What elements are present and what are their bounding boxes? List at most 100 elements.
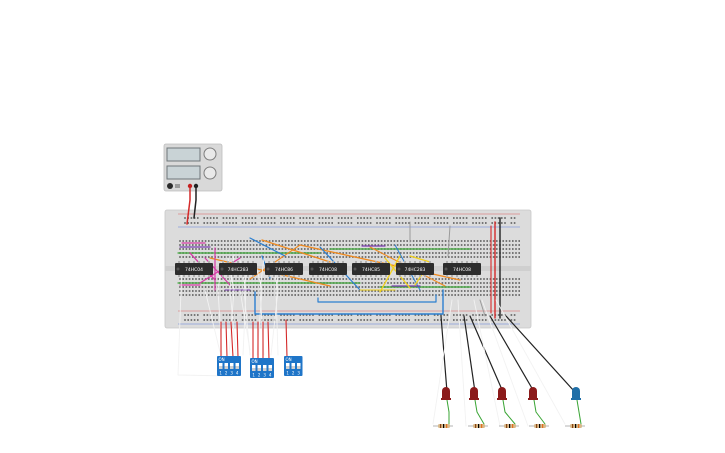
- breadboard-hole: [216, 314, 218, 316]
- breadboard-hole: [425, 282, 428, 284]
- led[interactable]: [441, 387, 451, 400]
- breadboard-hole: [179, 278, 181, 280]
- breadboard-hole: [323, 248, 325, 250]
- led-black-wire: [505, 315, 575, 392]
- breadboard-hole: [192, 248, 194, 250]
- breadboard-hole: [337, 319, 340, 321]
- breadboard-hole: [243, 294, 245, 296]
- breadboard-hole: [204, 256, 207, 258]
- breadboard-hole: [505, 294, 508, 296]
- breadboard-hole: [227, 278, 229, 280]
- breadboard-hole: [414, 319, 417, 321]
- breadboard-hole: [182, 244, 184, 246]
- breadboard-hole: [403, 294, 405, 296]
- breadboard-hole: [182, 286, 184, 288]
- ic-chip[interactable]: 74HC86: [265, 261, 303, 277]
- breadboard-hole: [254, 217, 257, 219]
- breadboard-hole: [486, 256, 488, 258]
- white-wire: [204, 289, 221, 353]
- breadboard-hole: [385, 314, 388, 316]
- breadboard-hole: [374, 252, 376, 254]
- ic-chips: 74HC04 74HC283 74HC86 74HC08 74HC85 74HC283 74…: [175, 261, 481, 277]
- led[interactable]: [528, 387, 538, 400]
- breadboard-hole: [320, 278, 322, 280]
- breadboard-hole: [416, 240, 418, 242]
- breadboard-hole: [265, 286, 268, 288]
- breadboard-hole: [309, 314, 311, 316]
- breadboard-hole: [217, 244, 220, 246]
- breadboard-hole: [432, 256, 434, 258]
- breadboard-hole: [211, 294, 213, 296]
- breadboard-hole: [409, 294, 412, 296]
- breadboard-hole: [267, 222, 269, 224]
- ic-chip[interactable]: 74HC04: [175, 261, 213, 277]
- breadboard-hole: [460, 256, 463, 258]
- breadboard-hole: [270, 314, 273, 316]
- breadboard-hole: [360, 222, 362, 224]
- breadboard-hole: [412, 252, 415, 254]
- breadboard-hole: [385, 217, 388, 219]
- breadboard-hole: [425, 290, 428, 292]
- breadboard-hole: [405, 319, 407, 321]
- led[interactable]: [497, 387, 507, 400]
- breadboard-hole: [288, 290, 290, 292]
- breadboard-hole: [412, 282, 415, 284]
- chip-pin: [327, 261, 329, 263]
- power-supply[interactable]: [163, 143, 223, 192]
- breadboard-hole: [220, 286, 223, 288]
- breadboard-hole: [451, 256, 453, 258]
- breadboard-hole: [400, 294, 402, 296]
- breadboard-hole: [213, 222, 215, 224]
- breadboard-hole: [211, 248, 213, 250]
- breadboard-hole: [508, 244, 511, 246]
- breadboard-hole: [289, 319, 292, 321]
- ic-chip[interactable]: 74HC08: [443, 261, 481, 277]
- ic-chip[interactable]: 74HC283: [396, 261, 434, 277]
- breadboard-hole: [243, 240, 245, 242]
- breadboard-hole: [264, 314, 266, 316]
- breadboard-hole: [211, 278, 213, 280]
- ic-chip[interactable]: 74HC283: [219, 261, 257, 277]
- breadboard-hole: [438, 252, 440, 254]
- dip-switch-lever-knob: [219, 366, 223, 369]
- breadboard-hole: [489, 286, 492, 288]
- breadboard-hole: [361, 240, 364, 242]
- breadboard-hole: [400, 256, 402, 258]
- led[interactable]: [571, 387, 581, 400]
- breadboard-hole: [419, 240, 421, 242]
- chip-pin: [298, 261, 300, 263]
- breadboard-hole: [300, 286, 303, 288]
- breadboard-hole: [473, 282, 476, 284]
- breadboard-hole: [233, 290, 236, 292]
- dip-switch-lever-knob: [235, 366, 239, 369]
- breadboard-hole: [321, 222, 324, 224]
- breadboard-hole: [184, 314, 186, 316]
- resistor: [499, 424, 519, 428]
- breadboard-hole: [515, 282, 517, 284]
- breadboard-hole: [240, 244, 242, 246]
- breadboard-hole: [294, 248, 296, 250]
- blue-wire-loop: [317, 294, 437, 303]
- breadboard-hole: [387, 244, 389, 246]
- breadboard-hole: [512, 286, 514, 288]
- ic-chip[interactable]: 74HC85: [352, 261, 390, 277]
- breadboard-hole: [504, 319, 506, 321]
- breadboard-hole: [467, 294, 469, 296]
- breadboard-hole: [483, 278, 485, 280]
- breadboard-hole: [240, 290, 242, 292]
- breadboard-hole: [492, 256, 495, 258]
- ic-chip[interactable]: 74HC08: [309, 261, 347, 277]
- breadboard-hole: [433, 222, 436, 224]
- breadboard-hole: [440, 217, 442, 219]
- led[interactable]: [469, 387, 479, 400]
- breadboard-hole: [515, 256, 517, 258]
- breadboard-hole: [467, 290, 469, 292]
- chip-body: [309, 263, 347, 275]
- breadboard-hole: [294, 290, 296, 292]
- breadboard-hole: [220, 256, 223, 258]
- breadboard-hole: [184, 217, 186, 219]
- breadboard-hole: [512, 252, 514, 254]
